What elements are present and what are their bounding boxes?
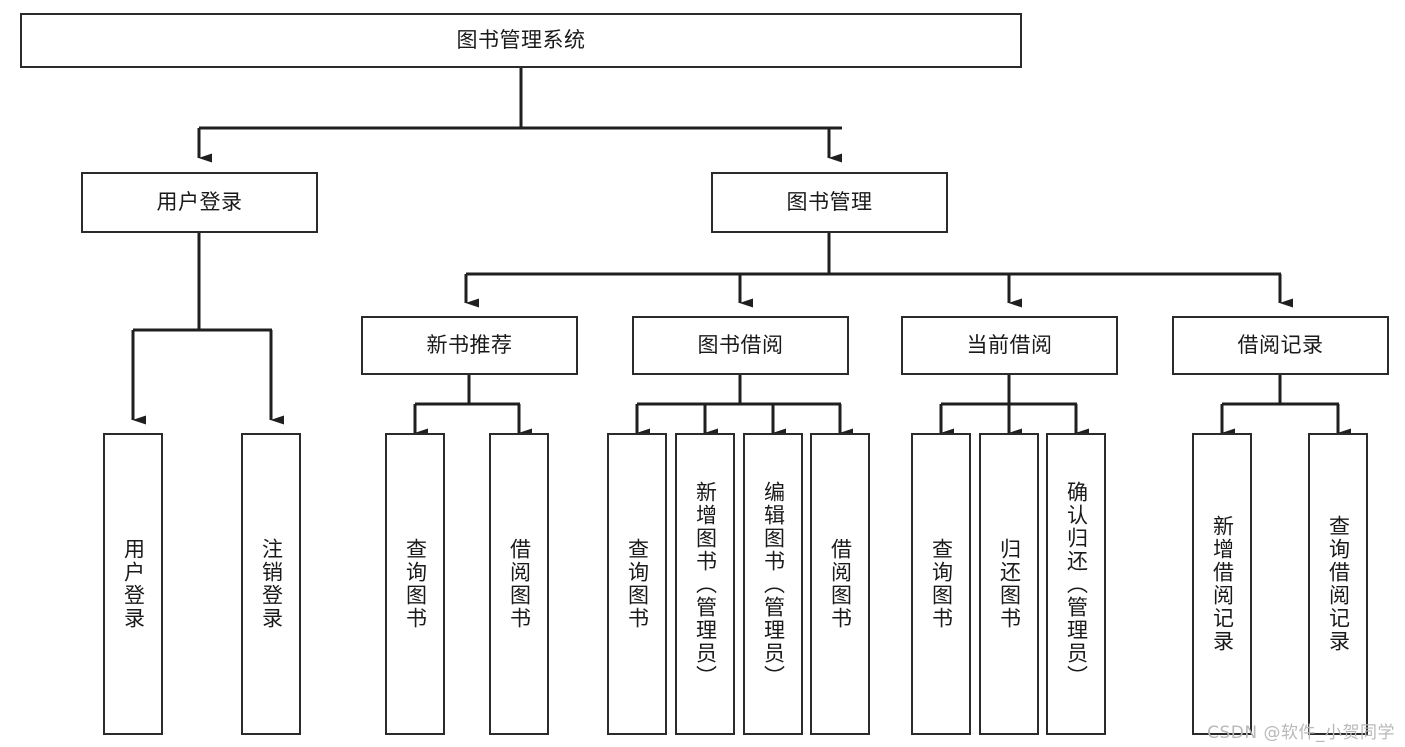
leaf-borrow-book-1[interactable]: 借阅图书: [489, 433, 549, 735]
node-borrow-record[interactable]: 借阅记录: [1172, 316, 1389, 375]
leaf-query-book-3-label: 查询图书: [929, 538, 954, 630]
leaf-user-login-label: 用户登录: [121, 538, 146, 630]
node-new-book-recommend-label: 新书推荐: [426, 332, 513, 357]
node-borrow-record-label: 借阅记录: [1237, 332, 1324, 357]
leaf-return-book[interactable]: 归还图书: [979, 433, 1039, 735]
node-root[interactable]: 图书管理系统: [20, 13, 1022, 68]
leaf-query-book-2[interactable]: 查询图书: [607, 433, 667, 735]
leaf-add-borrow-record-label: 新增借阅记录: [1210, 515, 1235, 653]
node-user-login[interactable]: 用户登录: [81, 172, 318, 233]
leaf-borrow-book-2-label: 借阅图书: [828, 538, 853, 630]
watermark: CSDN @软件_小贺同学: [1207, 723, 1395, 743]
node-user-login-label: 用户登录: [156, 189, 243, 214]
leaf-query-book-1[interactable]: 查询图书: [385, 433, 445, 735]
leaf-query-book-1-label: 查询图书: [403, 538, 428, 630]
node-book-borrow-label: 图书借阅: [697, 332, 784, 357]
leaf-query-book-3[interactable]: 查询图书: [911, 433, 971, 735]
node-current-borrow-label: 当前借阅: [966, 332, 1053, 357]
leaf-borrow-book-2[interactable]: 借阅图书: [810, 433, 870, 735]
leaf-add-book-admin[interactable]: 新增图书（管理员）: [675, 433, 735, 735]
leaf-add-book-admin-label: 新增图书（管理员）: [693, 480, 718, 688]
leaf-edit-book-admin-label: 编辑图书（管理员）: [761, 480, 786, 688]
leaf-return-book-label: 归还图书: [997, 538, 1022, 630]
leaf-query-borrow-record[interactable]: 查询借阅记录: [1308, 433, 1368, 735]
node-root-label: 图书管理系统: [456, 27, 586, 52]
leaf-logout-login[interactable]: 注销登录: [241, 433, 301, 735]
leaf-query-borrow-record-label: 查询借阅记录: [1326, 515, 1351, 653]
leaf-confirm-return-admin[interactable]: 确认归还（管理员）: [1046, 433, 1106, 735]
node-book-management-label: 图书管理: [786, 189, 873, 214]
node-current-borrow[interactable]: 当前借阅: [901, 316, 1118, 375]
leaf-borrow-book-1-label: 借阅图书: [507, 538, 532, 630]
leaf-user-login[interactable]: 用户登录: [103, 433, 163, 735]
leaf-edit-book-admin[interactable]: 编辑图书（管理员）: [743, 433, 803, 735]
node-new-book-recommend[interactable]: 新书推荐: [361, 316, 578, 375]
node-book-management[interactable]: 图书管理: [711, 172, 948, 233]
leaf-add-borrow-record[interactable]: 新增借阅记录: [1192, 433, 1252, 735]
leaf-query-book-2-label: 查询图书: [625, 538, 650, 630]
leaf-logout-login-label: 注销登录: [259, 538, 284, 630]
leaf-confirm-return-admin-label: 确认归还（管理员）: [1064, 480, 1089, 688]
node-book-borrow[interactable]: 图书借阅: [632, 316, 849, 375]
